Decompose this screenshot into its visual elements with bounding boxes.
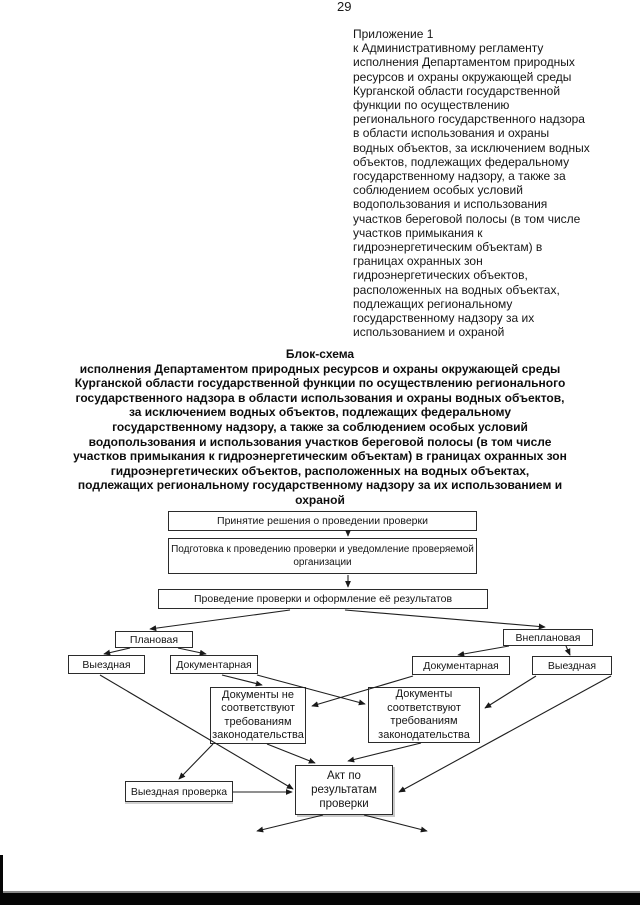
arrow-field-right-to-docs-ok: [484, 675, 537, 709]
appendix-line: участков примыкания к: [353, 225, 483, 240]
arrow-conduct-to-planned: [149, 609, 291, 632]
appendix-line: к Административному регламенту: [353, 41, 544, 56]
title-line: исполнения Департаментом природных ресур…: [79, 361, 561, 376]
appendix-line: подлежащих региональному: [353, 296, 513, 311]
title-line: гидроэнергетических объектов, расположен…: [110, 463, 530, 478]
appendix-line: объектов, подлежащих федеральному: [353, 154, 570, 169]
flow-node-documentary-right: Документарная: [412, 656, 510, 675]
title-line: за исключением водных объектов, подлежащ…: [128, 405, 512, 420]
appendix-line: ресурсов и охраны окружающей среды: [353, 69, 572, 84]
appendix-line: участков береговой полосы (в том числе: [353, 211, 581, 226]
flow-node-preparation: Подготовка к проведению проверки и уведо…: [168, 538, 477, 574]
appendix-line: гидроэнергетическим объектам) в: [353, 240, 543, 255]
appendix-line: расположенных на водных объектах,: [353, 282, 560, 297]
scan-smudge-line: [0, 891, 640, 893]
title-line: подлежащих региональному государственном…: [77, 478, 563, 493]
appendix-line: границах охранных зон: [353, 254, 483, 269]
title-line: Блок-схема: [285, 347, 355, 361]
arrow-docs-ok-to-act: [347, 742, 422, 763]
arrow-act-out-left: [256, 814, 324, 833]
appendix-line: государственному надзору за их: [353, 311, 535, 326]
title-line: охраной: [295, 492, 345, 507]
arrow-unplanned-to-documentary-right: [457, 645, 510, 657]
page-number: 29: [337, 0, 352, 14]
title-line: участков примыкания к гидроэнергетически…: [73, 449, 567, 464]
flow-node-field-left: Выездная: [68, 655, 145, 674]
flow-node-docs-compliant: Документы соответствуют требованиям зако…: [368, 687, 480, 743]
arrow-planned-to-documentary-left: [177, 647, 207, 656]
appendix-line: соблюдением особых условий: [353, 183, 523, 198]
appendix-line: гидроэнергетических объектов,: [353, 268, 528, 283]
title-line: Курганской области государственной функц…: [74, 376, 566, 391]
flow-node-field-inspection: Выездная проверка: [125, 781, 233, 802]
appendix-line: в области использования и охраны: [353, 126, 550, 141]
scan-footer-bar: [0, 893, 640, 905]
arrow-documentary-left-to-docs-bad: [221, 674, 263, 687]
flow-node-unplanned: Внеплановая: [503, 629, 593, 646]
scheme-title: Блок-схема исполнения Департаментом прир…: [0, 347, 640, 508]
flow-node-conduct-check: Проведение проверки и оформление её резу…: [158, 589, 488, 609]
flow-node-field-right: Выездная: [532, 656, 612, 675]
appendix-line: государственному надзору, а также за: [353, 169, 566, 184]
arrow-planned-to-field-left: [103, 647, 131, 656]
flow-node-act: Акт по результатам проверки: [295, 765, 393, 815]
scan-left-edge-mark: [0, 855, 3, 905]
appendix-line: функции по осуществлению: [353, 98, 510, 113]
appendix-line: использованием и охраной: [353, 325, 505, 340]
arrow-act-out-right: [363, 814, 428, 833]
flow-node-docs-noncompliant: Документы не соответствуют требованиям з…: [210, 687, 306, 744]
title-line: водопользования и использования участков…: [88, 434, 552, 449]
appendix-line: водных объектов, за исключением водных: [353, 140, 590, 155]
title-line: государственного надзора в области испол…: [75, 390, 565, 405]
flow-node-planned: Плановая: [115, 631, 193, 648]
flow-node-decision: Принятие решения о проведении проверки: [168, 511, 477, 531]
arrow-unplanned-to-field-right: [564, 645, 571, 656]
arrow-conduct-to-unplanned: [344, 609, 546, 630]
arrow-docs-bad-to-field-inspection: [178, 743, 214, 780]
appendix-line: регионального государственного надзора: [353, 112, 585, 127]
appendix-line: водопользования и использования: [353, 197, 548, 212]
title-line: государственному надзору, а также за соб…: [112, 419, 528, 434]
flow-node-documentary-left: Документарная: [170, 655, 258, 674]
appendix-line: исполнения Департаментом природных: [353, 55, 575, 70]
appendix-line: Приложение 1: [353, 27, 434, 41]
appendix-reference-block: Приложение 1 к Административному регламе…: [353, 27, 590, 339]
appendix-line: Курганской области государственной: [353, 83, 561, 98]
arrow-docs-bad-to-act: [266, 743, 316, 764]
